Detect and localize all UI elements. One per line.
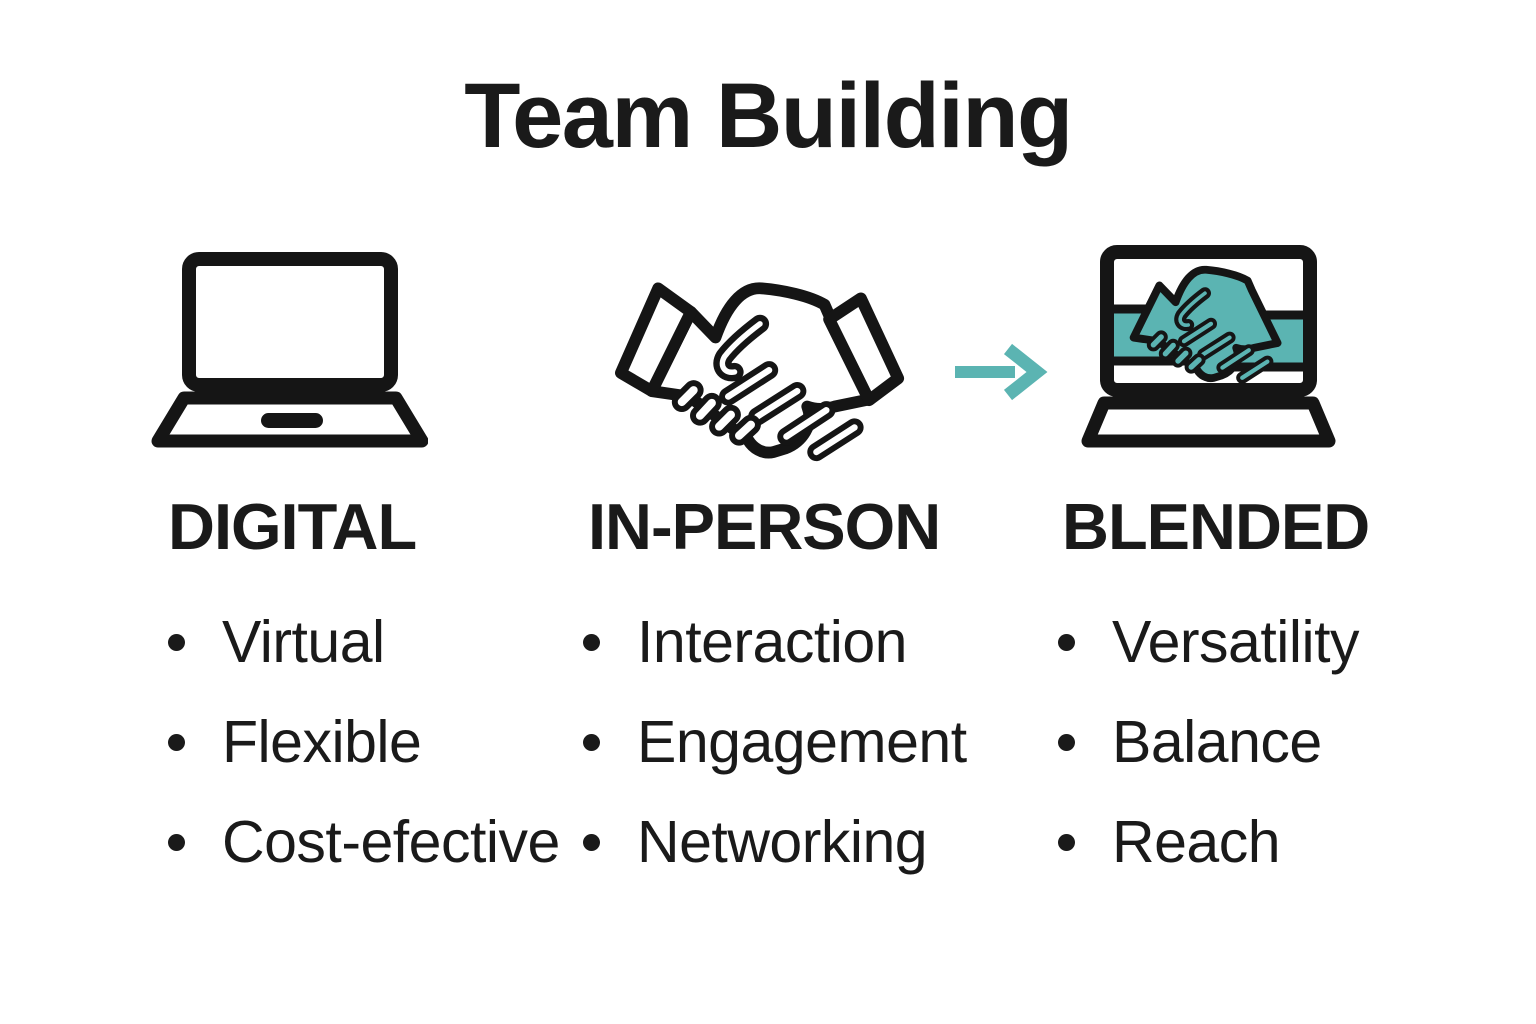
column-heading-blended: BLENDED (1062, 490, 1370, 563)
column-heading-digital: DIGITAL (168, 490, 417, 563)
bullet-item: Reach (1058, 792, 1359, 892)
left-sleeve (615, 282, 697, 398)
bullet-label: Reach (1112, 808, 1281, 875)
bullet-list-in-person: Interaction Engagement Networking (583, 592, 967, 892)
bullet-item: Interaction (583, 592, 967, 692)
bullet-label: Engagement (637, 708, 967, 775)
bullet-item: Engagement (583, 692, 967, 792)
bullet-item: Versatility (1058, 592, 1359, 692)
bullet-item: Cost-efective (168, 792, 560, 892)
bullet-label: Cost-efective (222, 808, 560, 875)
bullet-label: Versatility (1112, 608, 1359, 675)
bullet-label: Virtual (222, 608, 385, 675)
handshake-icon (615, 272, 905, 472)
laptop-handshake-icon (1081, 245, 1336, 448)
bullet-label: Interaction (637, 608, 908, 675)
bullet-label: Balance (1112, 708, 1322, 775)
page-title: Team Building (464, 65, 1073, 167)
laptop-touchpad (261, 413, 323, 428)
arrow-right-icon (955, 343, 1048, 401)
laptop-icon (151, 252, 428, 448)
laptop-screen (1100, 245, 1317, 397)
laptop-base (1081, 396, 1336, 448)
column-heading-in-person: IN-PERSON (588, 490, 941, 563)
laptop-screen (182, 252, 398, 392)
bullet-label: Networking (637, 808, 928, 875)
right-sleeve (823, 292, 905, 407)
bullet-label: Flexible (222, 708, 422, 775)
bullet-list-digital: Virtual Flexible Cost-efective (168, 592, 560, 892)
bullet-item: Balance (1058, 692, 1359, 792)
bullet-item: Virtual (168, 592, 560, 692)
bullet-item: Flexible (168, 692, 560, 792)
bullet-item: Networking (583, 792, 967, 892)
bullet-list-blended: Versatility Balance Reach (1058, 592, 1359, 892)
